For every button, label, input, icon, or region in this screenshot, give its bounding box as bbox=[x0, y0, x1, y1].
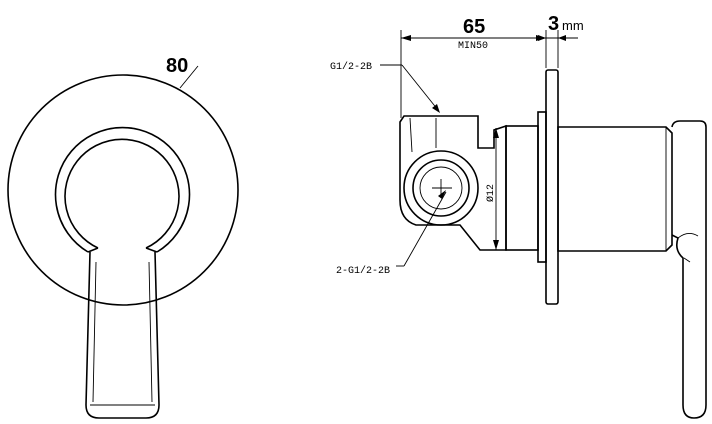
spacing-arrow-top bbox=[493, 128, 499, 138]
inlet-ring-inner bbox=[419, 166, 463, 210]
plate-thickness-unit: mm bbox=[562, 18, 584, 33]
mount-block bbox=[505, 125, 539, 251]
handle-hub-outer bbox=[54, 126, 191, 253]
valve-body-top-detail bbox=[409, 117, 437, 153]
plate-flange bbox=[537, 111, 547, 263]
handle-hub-join bbox=[87, 247, 158, 253]
lever-handle bbox=[85, 251, 160, 419]
dim-arrow-left bbox=[401, 35, 411, 41]
side-inlet-arrow bbox=[438, 190, 446, 199]
side-view: 65 MIN50 3 mm G1/2-2B Ø12 2-G1/2-2B bbox=[330, 13, 707, 419]
dim-arrow-3-left bbox=[538, 35, 546, 41]
diameter-leader bbox=[179, 65, 199, 89]
side-inlet-leader bbox=[403, 191, 447, 267]
wall-plate-outline bbox=[7, 74, 239, 306]
front-view: 80 bbox=[7, 55, 239, 419]
top-inlet-leader bbox=[401, 64, 439, 111]
handle-body bbox=[557, 126, 673, 252]
spacing-label: Ø12 bbox=[485, 184, 497, 202]
spacing-arrow-bottom bbox=[493, 240, 499, 250]
wall-plate bbox=[545, 69, 559, 305]
diameter-label: 80 bbox=[166, 55, 188, 77]
top-inlet-arrow bbox=[432, 104, 440, 113]
depth-min-label: MIN50 bbox=[458, 41, 488, 52]
valve-body bbox=[399, 115, 507, 251]
top-inlet-label: G1/2-2B bbox=[330, 61, 372, 73]
dim-arrow-3-right bbox=[558, 35, 566, 41]
side-inlet-label: 2-G1/2-2B bbox=[336, 265, 390, 277]
handle-hub-inner bbox=[64, 138, 180, 249]
inlet-ring-outer bbox=[403, 150, 479, 226]
side-lever bbox=[671, 120, 707, 419]
side-lever-detail bbox=[677, 233, 699, 263]
lever-handle-inner bbox=[92, 261, 153, 403]
inlet-ring-mid bbox=[412, 159, 470, 217]
depth-label: 65 bbox=[463, 16, 485, 38]
plate-thickness-label: 3 bbox=[548, 13, 559, 35]
